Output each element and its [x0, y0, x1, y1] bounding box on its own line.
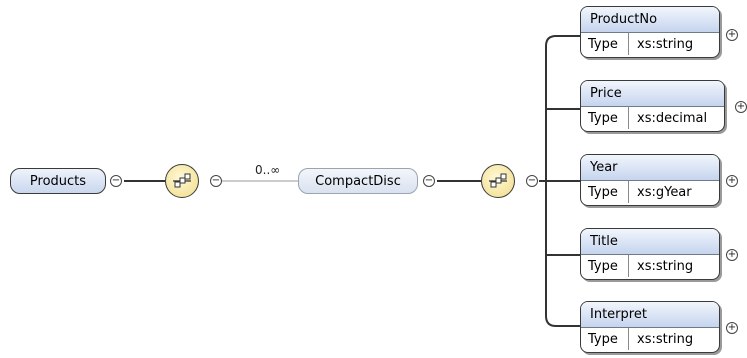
compactdisc-element-node[interactable]: CompactDisc: [298, 168, 418, 194]
collapse-toggle-compactdisc[interactable]: −: [423, 175, 435, 187]
collapse-toggle-compositor-1[interactable]: −: [210, 175, 222, 187]
child-element-name: Year: [581, 155, 719, 181]
child-element-year[interactable]: Year Type xs:gYear: [580, 154, 720, 206]
child-element-name: Interpret: [581, 302, 719, 328]
child-element-name: Price: [581, 81, 724, 107]
collapse-toggle-root[interactable]: −: [110, 175, 122, 187]
expand-toggle-productno[interactable]: +: [726, 29, 738, 41]
type-label: Type: [581, 33, 629, 55]
root-element-label: Products: [29, 173, 87, 189]
root-element-node[interactable]: Products: [10, 168, 106, 194]
child-element-name: Title: [581, 229, 719, 255]
expand-toggle-interpret[interactable]: +: [726, 322, 738, 334]
expand-toggle-year[interactable]: +: [726, 175, 738, 187]
sequence-compositor-icon: [489, 173, 507, 188]
child-element-title[interactable]: Title Type xs:string: [580, 228, 720, 280]
type-label: Type: [581, 328, 629, 350]
type-value: xs:string: [637, 331, 694, 347]
child-element-price[interactable]: Price Type xs:decimal: [580, 80, 725, 132]
type-value: xs:string: [637, 258, 694, 274]
child-element-name: ProductNo: [581, 7, 719, 33]
type-label: Type: [581, 181, 629, 203]
type-value: xs:decimal: [637, 110, 708, 126]
sequence-compositor-icon: [173, 173, 191, 188]
type-label: Type: [581, 255, 629, 277]
expand-toggle-price[interactable]: +: [735, 101, 747, 113]
multiplicity-label: 0..∞: [255, 163, 281, 177]
expand-toggle-title[interactable]: +: [726, 249, 738, 261]
compactdisc-element-label: CompactDisc: [315, 173, 401, 189]
type-label: Type: [581, 107, 629, 129]
type-value: xs:string: [637, 36, 694, 52]
child-element-interpret[interactable]: Interpret Type xs:string: [580, 301, 720, 353]
collapse-toggle-compositor-2[interactable]: −: [526, 175, 538, 187]
sequence-compositor-1[interactable]: [165, 164, 199, 198]
sequence-compositor-2[interactable]: [481, 164, 515, 198]
type-value: xs:gYear: [637, 184, 692, 200]
child-element-productno[interactable]: ProductNo Type xs:string: [580, 6, 720, 58]
